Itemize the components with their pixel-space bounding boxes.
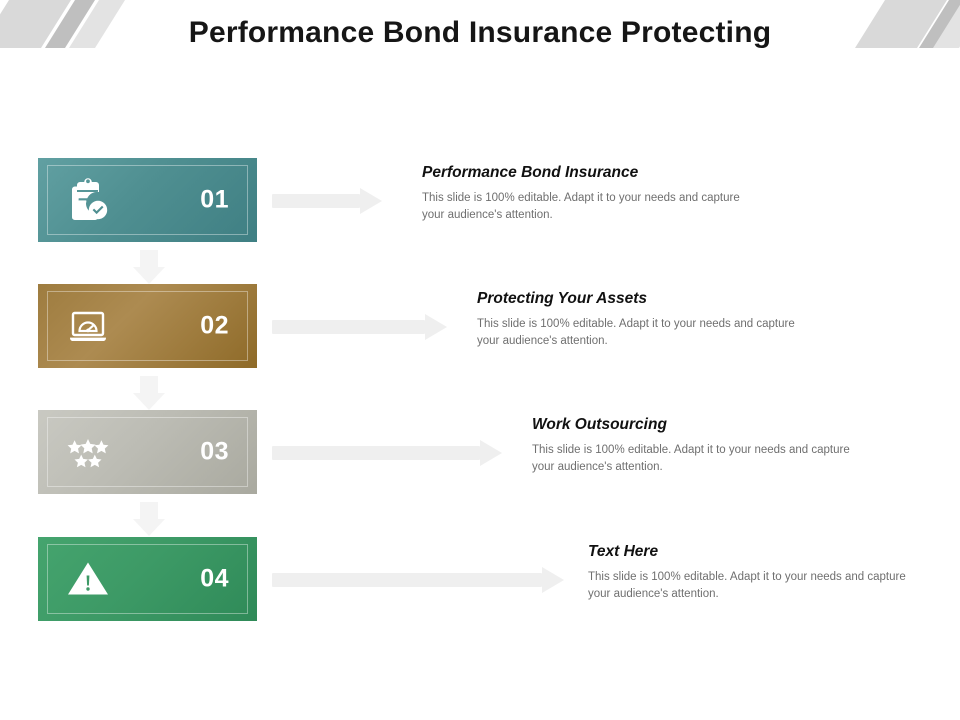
item-heading: Protecting Your Assets (477, 290, 647, 307)
arrow-shaft (272, 573, 542, 587)
connector-arrow-right (272, 188, 382, 214)
list-item: 03 Work Outsourcing This slide is 100% e… (0, 410, 960, 496)
arrow-head (360, 188, 382, 214)
arrow-head (480, 440, 502, 466)
arrow-head (133, 267, 165, 284)
five-stars-icon (64, 428, 112, 476)
item-body: This slide is 100% editable. Adapt it to… (588, 571, 906, 600)
number-card-03[interactable]: 03 (38, 410, 257, 494)
arrow-shaft (272, 194, 360, 208)
item-body: This slide is 100% editable. Adapt it to… (477, 318, 795, 347)
item-body: This slide is 100% editable. Adapt it to… (532, 444, 850, 473)
item-heading: Performance Bond Insurance (422, 164, 639, 181)
arrow-head (425, 314, 447, 340)
number-card-01[interactable]: 01 (38, 158, 257, 242)
item-body: This slide is 100% editable. Adapt it to… (422, 192, 740, 221)
number-card-04[interactable]: 04 (38, 537, 257, 621)
arrow-shaft (272, 320, 425, 334)
connector-arrow-down (133, 250, 165, 286)
arrow-shaft (140, 502, 158, 520)
card-number: 03 (200, 437, 229, 466)
connector-arrow-down (133, 376, 165, 412)
warning-triangle-icon (64, 555, 112, 603)
connector-arrow-down (133, 502, 165, 538)
arrow-shaft (140, 250, 158, 268)
page-title: Performance Bond Insurance Protecting (188, 16, 772, 49)
item-heading: Work Outsourcing (532, 416, 667, 433)
arrow-head (542, 567, 564, 593)
list-item: 04 Text Here This slide is 100% editable… (0, 537, 960, 623)
arrow-head (133, 393, 165, 410)
laptop-gauge-icon (64, 302, 112, 350)
card-number: 04 (200, 564, 229, 593)
text-block-01: Performance Bond Insurance This slide is… (422, 164, 757, 223)
list-item: 01 Performance Bond Insurance This slide… (0, 158, 960, 244)
clipboard-checklist-icon (64, 176, 112, 224)
text-block-03: Work Outsourcing This slide is 100% edit… (532, 416, 867, 475)
connector-arrow-right (272, 567, 564, 593)
number-card-02[interactable]: 02 (38, 284, 257, 368)
arrow-shaft (140, 376, 158, 394)
item-heading: Text Here (588, 543, 659, 560)
connector-arrow-right (272, 440, 502, 466)
arrow-shaft (272, 446, 480, 460)
card-number: 01 (200, 185, 229, 214)
card-number: 02 (200, 311, 229, 340)
text-block-04: Text Here This slide is 100% editable. A… (588, 543, 923, 602)
arrow-head (133, 519, 165, 536)
text-block-02: Protecting Your Assets This slide is 100… (477, 290, 812, 349)
connector-arrow-right (272, 314, 447, 340)
list-item: 02 Protecting Your Assets This slide is … (0, 284, 960, 370)
